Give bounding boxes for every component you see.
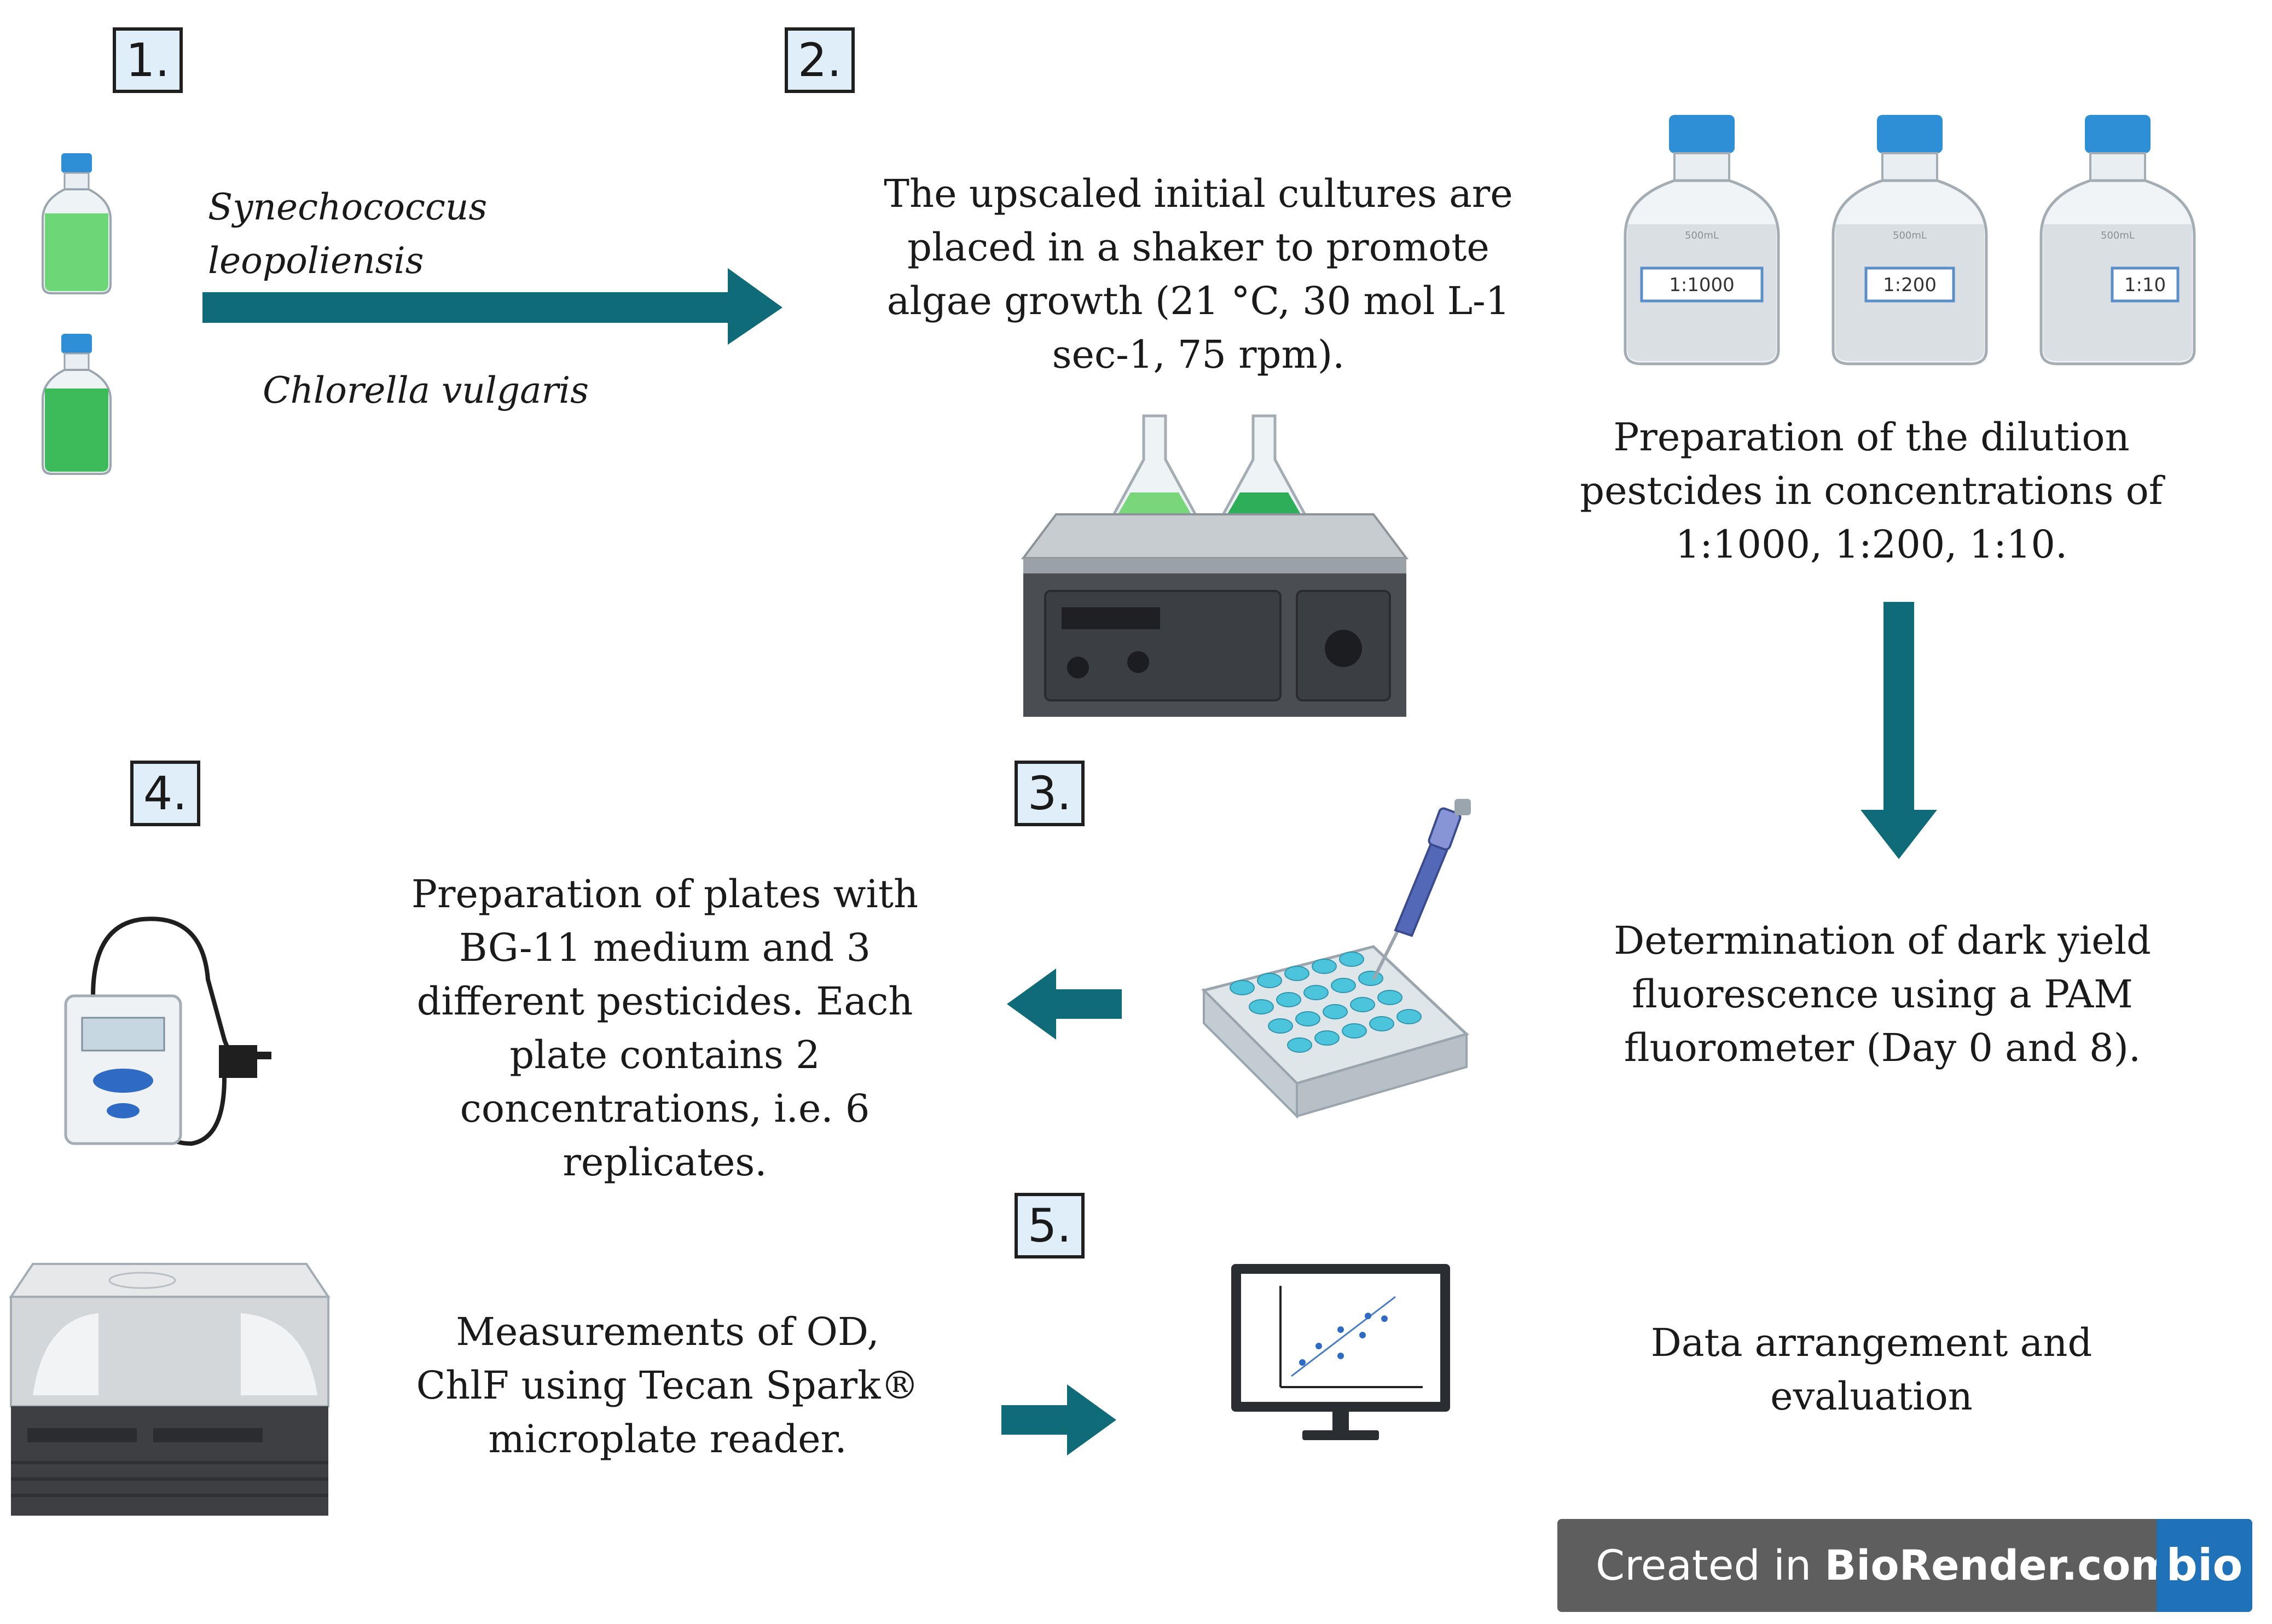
step-number-4: 4.: [130, 761, 200, 826]
step-number-5: 5.: [1015, 1193, 1085, 1258]
arrow-down-icon: [1861, 602, 1937, 859]
step2-description: The upscaled initial cultures are placed…: [884, 171, 1513, 377]
bottle-volume-1: 500mL: [1685, 230, 1719, 241]
biorender-logo: bio: [2157, 1519, 2252, 1612]
culture-bottle-chlorella-icon: [42, 334, 112, 475]
shaker-incubator-icon: [1021, 414, 1409, 717]
organism-label-synechococcus: Synechococcus leopoliensis: [208, 186, 488, 282]
fluorometer-description: Determination of dark yield fluorescence…: [1614, 918, 2151, 1070]
monitor-scatter-plot-icon: [1231, 1264, 1450, 1440]
step-number-1: 1.: [113, 27, 183, 93]
arrow-left-icon: [1007, 968, 1122, 1040]
bottle-volume-2: 500mL: [1893, 230, 1927, 241]
arrow-right-icon: [202, 268, 783, 345]
arrow-right-small-icon: [1001, 1384, 1116, 1455]
dilution-bottle-3-icon: 1:10 500mL: [2039, 115, 2196, 366]
badge-prefix: Created in: [1596, 1541, 1825, 1590]
bottle-label-1: 1:1000: [1669, 274, 1735, 296]
organism-label-chlorella: Chlorella vulgaris: [263, 369, 589, 411]
bottle-volume-3: 500mL: [2101, 230, 2135, 241]
well-plate-pipette-icon: [1201, 799, 1471, 1119]
plates-description: Preparation of plates with BG-11 medium …: [411, 872, 919, 1185]
bottle-label-2: 1:200: [1883, 274, 1937, 296]
dilution-bottle-1-icon: 1:1000 500mL: [1624, 115, 1780, 366]
culture-bottle-synechococcus-icon: [42, 153, 112, 294]
biorender-badge: Created in BioRender.com bio: [1557, 1519, 2252, 1612]
microplate-reader-icon: [9, 1263, 331, 1516]
badge-brand: BioRender.com: [1824, 1541, 2174, 1590]
bottle-label-3: 1:10: [2124, 274, 2166, 296]
pam-fluorometer-icon: [64, 917, 271, 1146]
dilution-description: Preparation of the dilution pestcides in…: [1580, 415, 2163, 567]
data-description: Data arrangement and evaluation: [1650, 1320, 2093, 1419]
dilution-bottle-2-icon: 1:200 500mL: [1831, 115, 1988, 366]
reader-description: Measurements of OD, ChlF using Tecan Spa…: [416, 1309, 919, 1461]
step-number-3: 3.: [1015, 761, 1085, 826]
step-number-2: 2.: [785, 27, 855, 93]
